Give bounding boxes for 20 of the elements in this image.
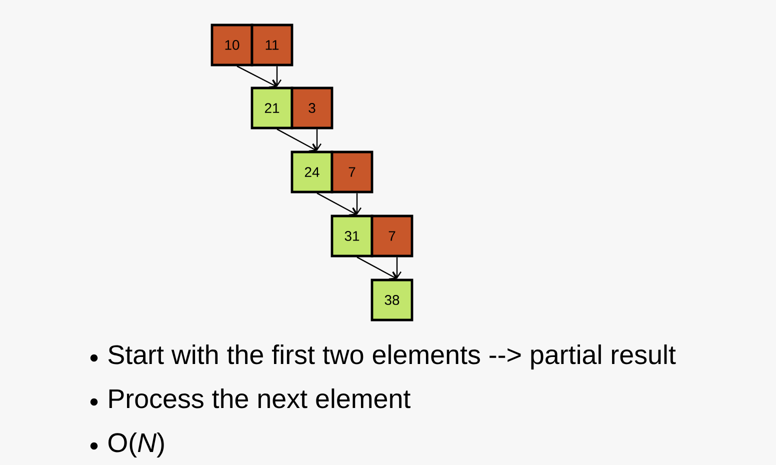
arrow xyxy=(312,129,322,151)
number-cell: 3 xyxy=(290,86,334,130)
number-cell: 24 xyxy=(290,150,334,194)
number-cell: 21 xyxy=(250,86,294,130)
bullet-point: O(N) xyxy=(90,432,164,458)
number-cell: 11 xyxy=(250,24,294,66)
number-cell: 10 xyxy=(210,24,254,66)
arrow xyxy=(316,192,357,216)
number-cell: 7 xyxy=(330,150,374,194)
arrow xyxy=(392,257,402,279)
arrow xyxy=(236,66,277,88)
number-cell: 31 xyxy=(330,214,374,258)
number-cell: 38 xyxy=(370,278,414,322)
arrow xyxy=(352,193,362,215)
bullet-point: Start with the first two elements --> partial result xyxy=(90,344,676,370)
arrow xyxy=(272,66,282,87)
number-cell: 7 xyxy=(370,214,414,258)
arrow xyxy=(276,128,317,152)
arrow xyxy=(356,256,397,280)
bullet-point: Process the next element xyxy=(90,388,410,408)
